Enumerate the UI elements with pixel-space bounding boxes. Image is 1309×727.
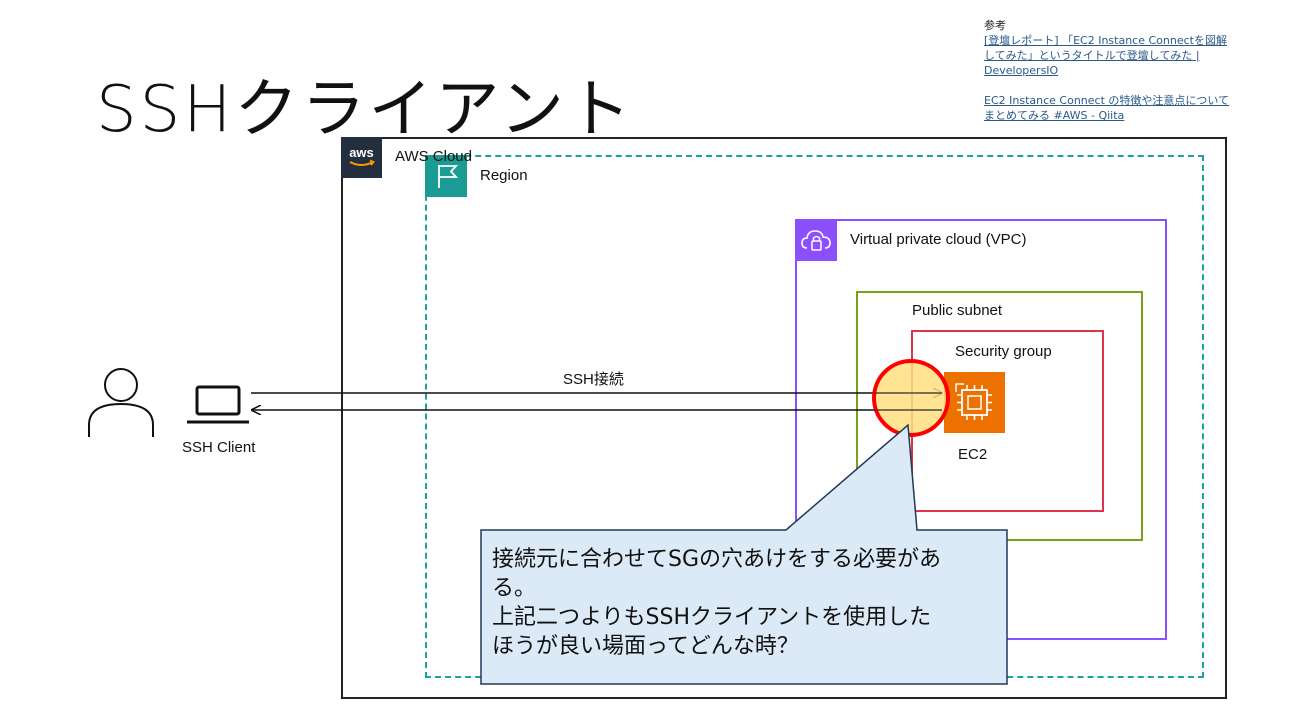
callout-line: 接続元に合わせてSGの穴あけをする必要があ [492,547,942,572]
callout-line: る。 [492,576,537,601]
region-flag-icon [425,155,467,197]
reference-link-qiita[interactable]: EC2 Instance Connect の特徴や注意点について まとめてみる … [984,93,1254,123]
reference-link-line: してみた」というタイトルで登壇してみた | [984,49,1200,62]
security-group-highlight [872,359,950,437]
security-group-label: Security group [955,343,1052,360]
reference-link-developersio[interactable]: [登壇レポート] 「EC2 Instance Connectを図解 してみた」と… [984,33,1254,78]
ssh-client-label: SSH Client [182,439,256,456]
ec2-label: EC2 [958,446,988,463]
references: 参考 [登壇レポート] 「EC2 Instance Connectを図解 してみ… [984,18,1254,123]
vpc-label: Virtual private cloud (VPC) [850,231,1027,248]
reference-link-line: まとめてみる #AWS - Qiita [984,109,1125,122]
aws-cloud-label: AWS Cloud [395,148,472,165]
ec2-chip-icon [944,372,1005,433]
svg-text:aws: aws [349,145,374,160]
aws-logo-icon: aws [341,137,382,178]
page-title: SSHクライアント [96,73,634,147]
region-label: Region [480,167,528,184]
ssh-connection-label: SSH接続 [563,371,624,388]
callout-line: 上記二つよりもSSHクライアントを使用した [492,605,932,630]
aws-cloud-group [341,137,1227,699]
callout-balloon [480,423,1008,685]
vpc-cloud-icon [796,220,837,261]
public-subnet-label: Public subnet [912,302,1003,319]
user-icon [88,368,154,437]
reference-link-line: DevelopersIO [984,64,1059,77]
callout-line: ほうが良い場面ってどんな時？ [492,634,799,659]
references-heading: 参考 [984,19,1006,32]
callout-text: 接続元に合わせてSGの穴あけをする必要があ る。 上記二つよりもSSHクライアン… [492,545,1002,661]
laptop-icon [187,385,249,424]
reference-link-line: [登壇レポート] 「EC2 Instance Connectを図解 [984,34,1227,47]
reference-link-line: EC2 Instance Connect の特徴や注意点について [984,94,1230,107]
